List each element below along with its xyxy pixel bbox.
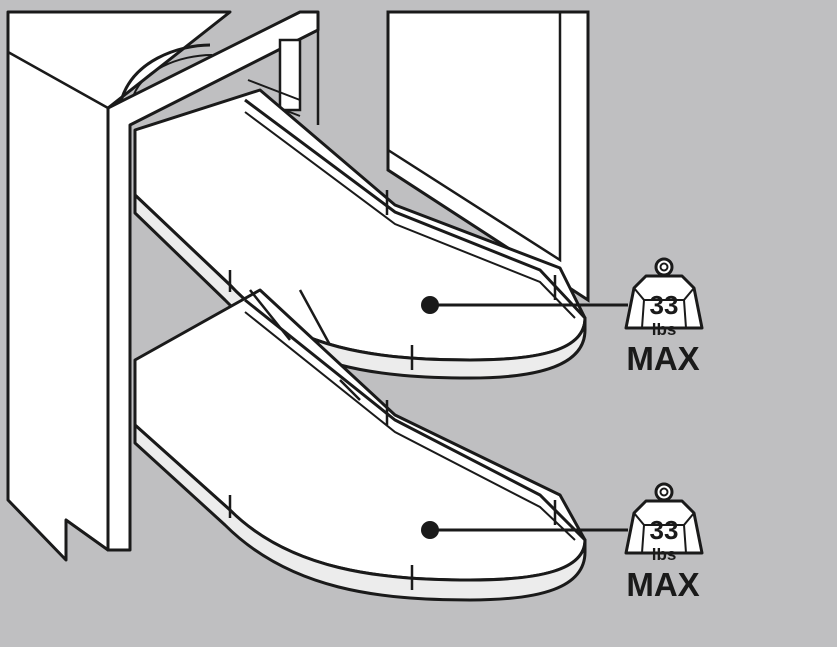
lower-shelf [133,288,628,602]
upper-weight-icon: 33 lbs [624,257,704,339]
upper-weight-unit: lbs [652,320,677,339]
upper-weight-value: 33 [650,290,679,320]
upper-weight-max-label: MAX [626,340,699,377]
lower-weight-icon: 33 lbs [624,482,704,564]
lower-weight-max-label: MAX [626,566,699,603]
lower-weight-unit: lbs [652,545,677,564]
lower-weight-value: 33 [650,515,679,545]
